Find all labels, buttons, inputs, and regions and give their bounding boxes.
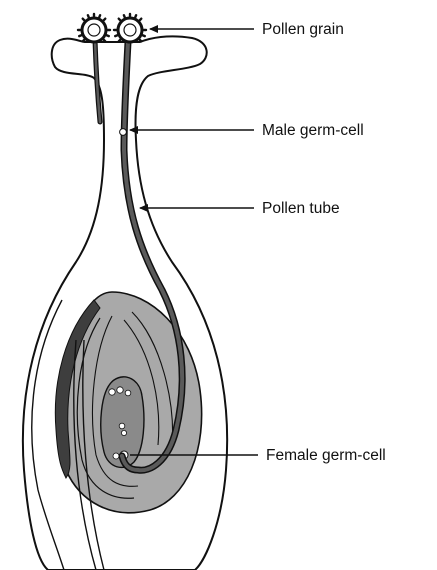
pollen-grain-left — [78, 14, 110, 42]
antipodal-nucleus-2 — [125, 390, 131, 396]
label-pollen-grain: Pollen grain — [262, 21, 344, 38]
antipodal-nucleus-1 — [117, 387, 123, 393]
synergid-nucleus — [109, 389, 115, 395]
male-germ-cell — [120, 129, 127, 136]
label-female-germ-cell: Female germ-cell — [266, 447, 386, 464]
polar-nucleus-1 — [119, 423, 125, 429]
label-male-germ-cell: Male germ-cell — [262, 122, 364, 139]
label-pollen-tube: Pollen tube — [262, 200, 340, 217]
polar-nucleus-2 — [121, 430, 126, 435]
synergid-2 — [113, 453, 119, 459]
pollen-grain-right — [114, 14, 146, 42]
